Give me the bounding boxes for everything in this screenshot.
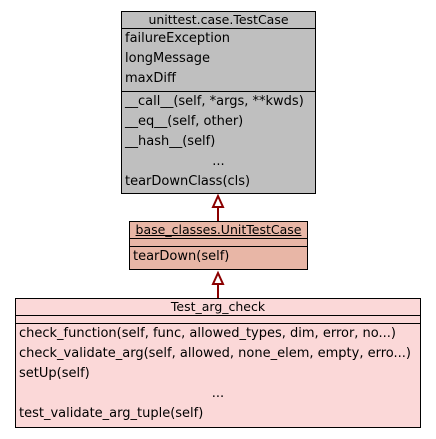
method-item: __hash__(self) — [125, 134, 216, 149]
attributes-section-testcase: failureException longMessage maxDiff — [122, 29, 315, 92]
class-box-test-arg-check[interactable]: Test_arg_check check_function(self, func… — [15, 298, 421, 428]
methods-section-unittestcase: tearDown(self) — [130, 247, 307, 267]
attribute-item: failureException — [125, 31, 231, 46]
methods-section-test-arg-check: check_function(self, func, allowed_types… — [16, 324, 420, 424]
class-name-test-arg-check: Test_arg_check — [16, 299, 420, 316]
class-box-testcase[interactable]: unittest.case.TestCase failureException … — [121, 11, 316, 194]
method-ellipsis: ... — [211, 386, 225, 401]
attribute-item: maxDiff — [125, 71, 176, 86]
method-item: tearDownClass(cls) — [125, 174, 251, 189]
class-name-unittestcase-text: base_classes.UnitTestCase — [135, 222, 302, 237]
method-item: check_function(self, func, allowed_types… — [19, 326, 396, 341]
method-item: __call__(self, *args, **kwds) — [125, 94, 304, 109]
attributes-section-unittestcase — [130, 239, 307, 247]
method-ellipsis: ... — [212, 154, 225, 169]
arrow-argcheck-to-unittest — [211, 270, 225, 298]
method-item: check_validate_arg(self, allowed, none_e… — [19, 346, 411, 361]
class-box-unittestcase[interactable]: base_classes.UnitTestCase tearDown(self) — [129, 221, 308, 270]
method-item: test_validate_arg_tuple(self) — [19, 406, 204, 421]
attribute-item: longMessage — [125, 51, 211, 66]
method-item: setUp(self) — [19, 366, 90, 381]
arrow-unittest-to-testcase — [211, 193, 225, 221]
method-item: __eq__(self, other) — [125, 114, 244, 129]
class-name-unittestcase: base_classes.UnitTestCase — [130, 222, 307, 239]
class-name-testcase: unittest.case.TestCase — [122, 12, 315, 29]
method-item: tearDown(self) — [133, 249, 230, 264]
attributes-section-test-arg-check — [16, 316, 420, 324]
methods-section-testcase: __call__(self, *args, **kwds) __eq__(sel… — [122, 92, 315, 192]
